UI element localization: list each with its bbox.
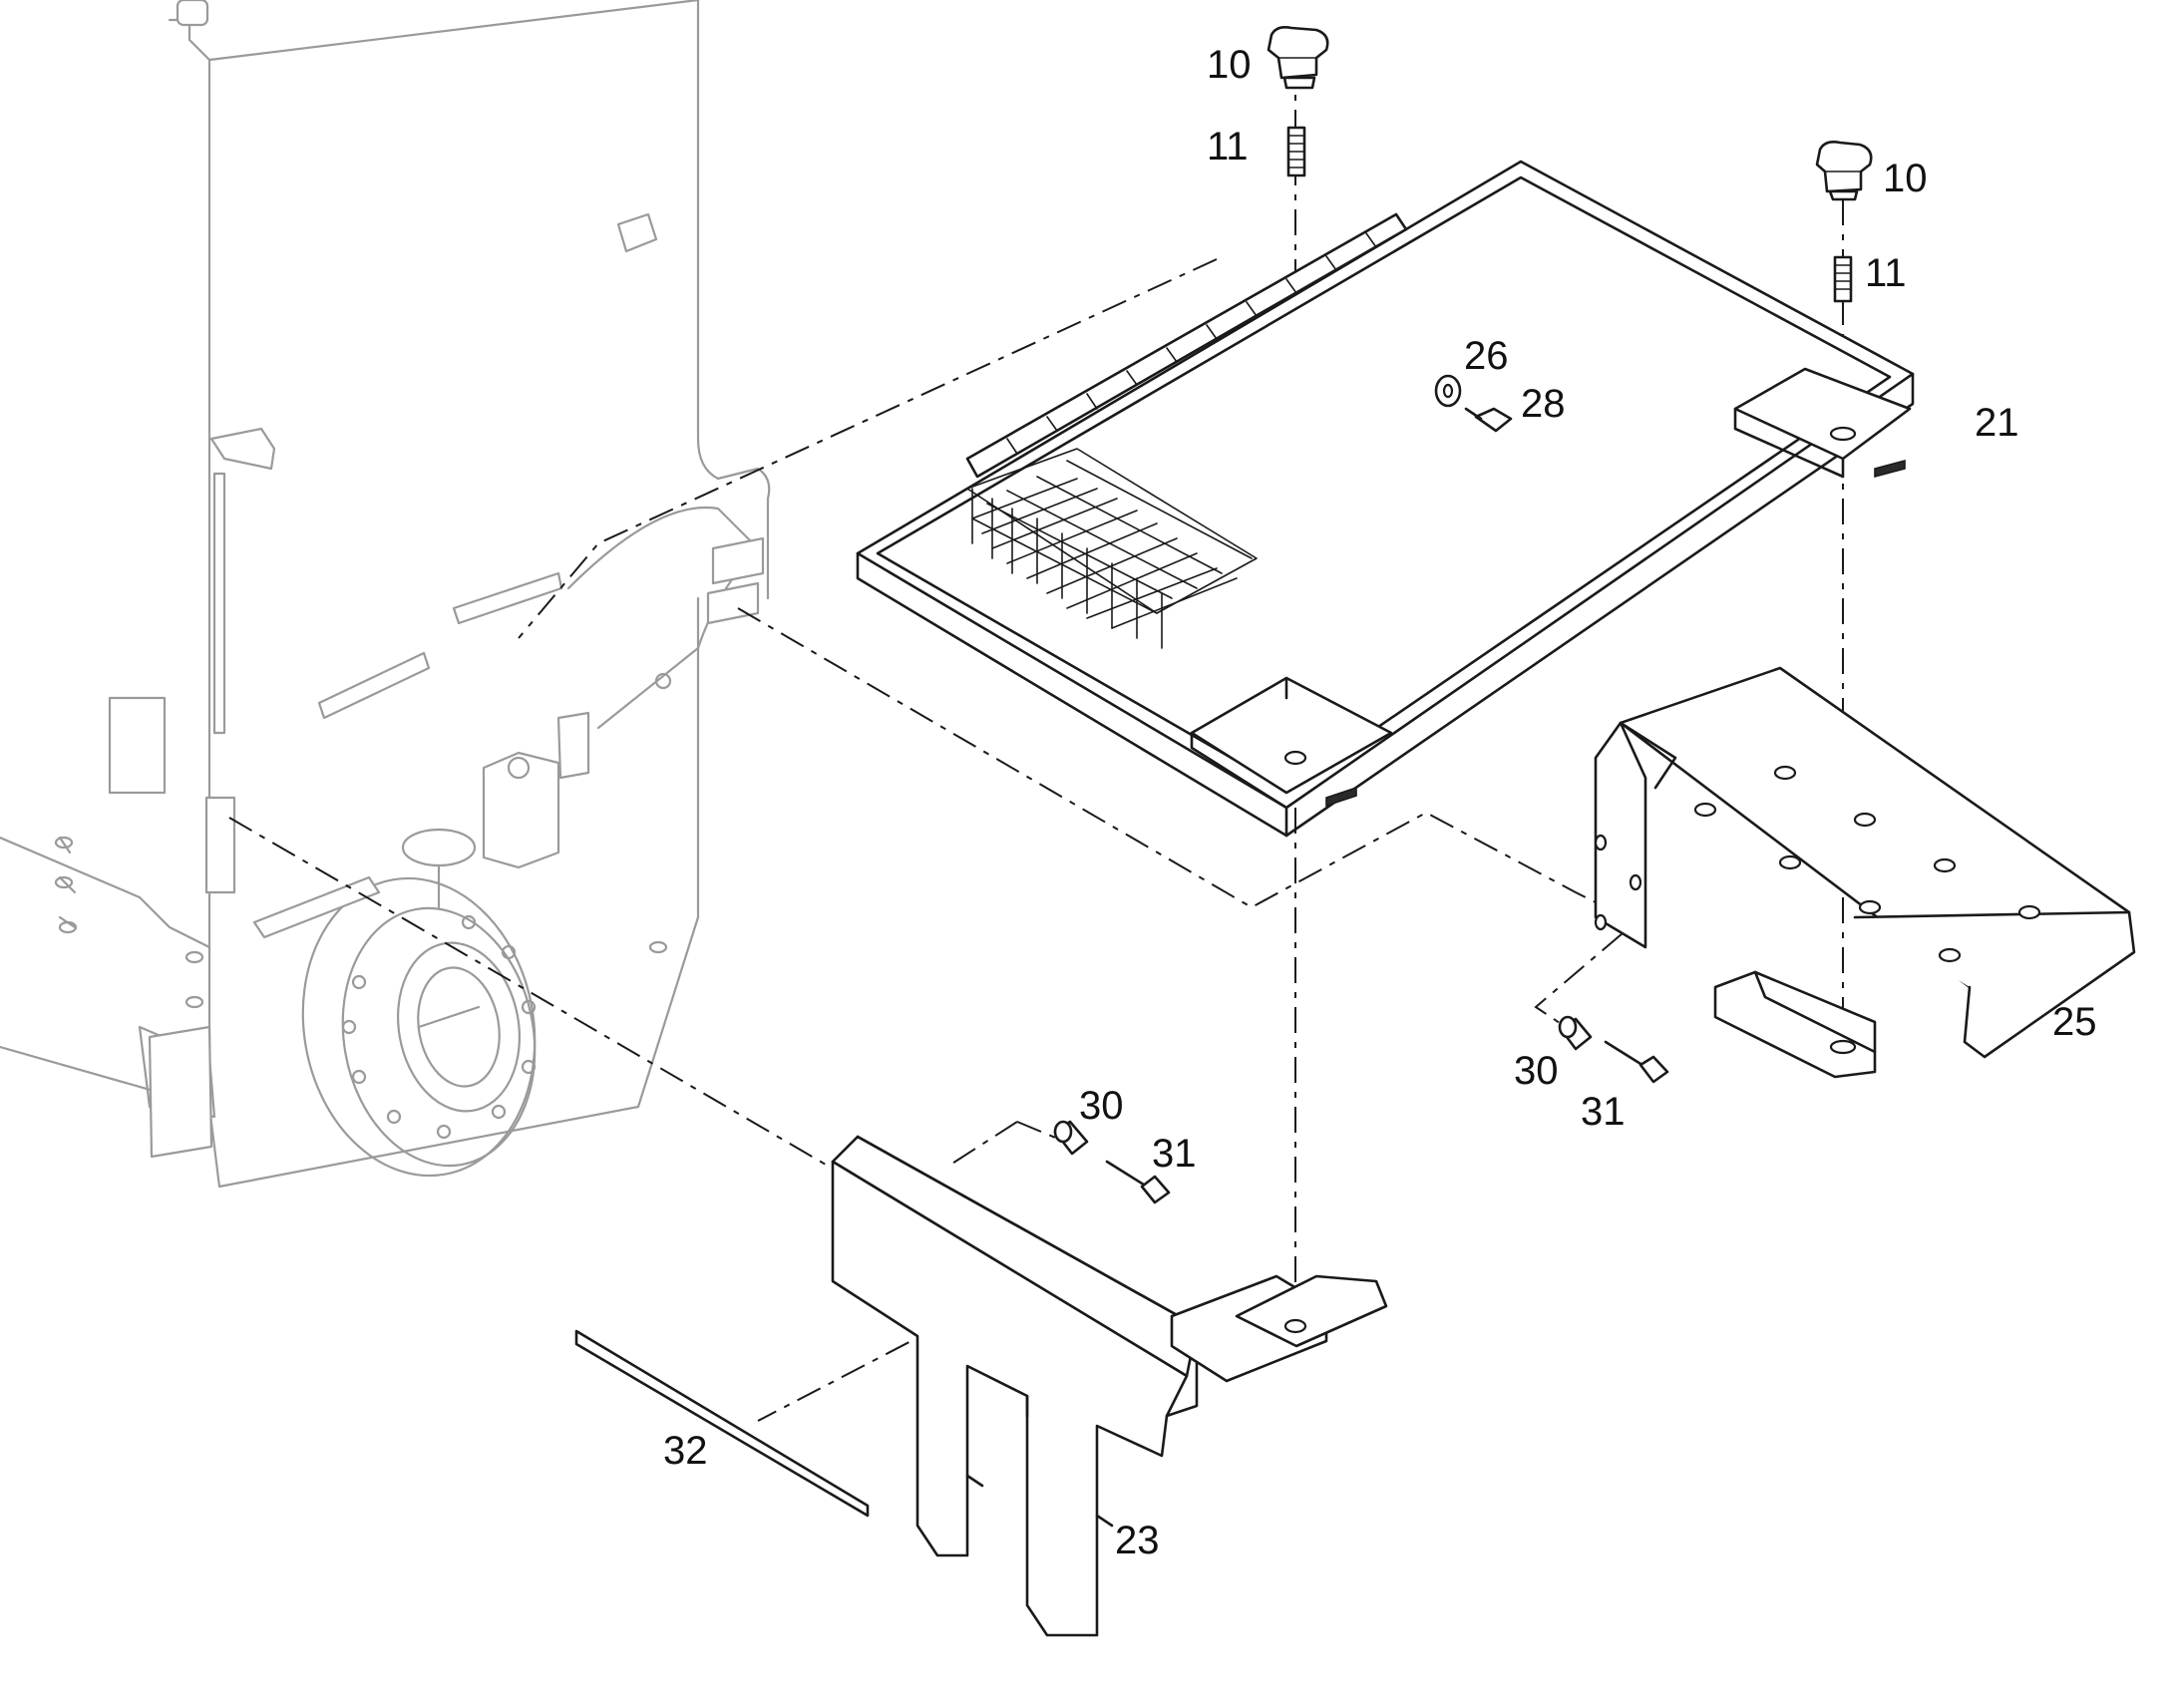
grate bbox=[966, 448, 1258, 649]
part-25-bracket bbox=[1594, 666, 2136, 1079]
callout-25: 25 bbox=[2052, 1000, 2097, 1044]
part-10-knob-right bbox=[1815, 141, 1873, 201]
callout-21: 21 bbox=[1975, 401, 2019, 445]
part-10-knob-left bbox=[1267, 26, 1329, 90]
callout-32: 32 bbox=[663, 1429, 708, 1473]
callout-31-left: 31 bbox=[1152, 1132, 1197, 1176]
part-11-stud-right bbox=[1833, 255, 1853, 303]
callout-26: 26 bbox=[1464, 334, 1509, 378]
part-11-stud-left bbox=[1286, 126, 1306, 177]
part-31-bolt-left bbox=[1105, 1160, 1171, 1204]
machine-body-ghost bbox=[0, 0, 771, 1189]
part-26-washer bbox=[1434, 374, 1462, 408]
part-32-strip bbox=[574, 1329, 870, 1518]
part-23-support bbox=[831, 1135, 1388, 1637]
part-21-tray bbox=[856, 160, 1915, 838]
callout-31-right: 31 bbox=[1581, 1090, 1626, 1134]
callout-10-left: 10 bbox=[1207, 43, 1252, 87]
callout-11-right: 11 bbox=[1865, 251, 1907, 295]
part-28-screw bbox=[1464, 407, 1513, 433]
callout-10-right: 10 bbox=[1883, 157, 1928, 200]
callout-labels: 10 11 10 11 26 28 21 25 30 31 30 31 32 2… bbox=[663, 43, 2097, 1562]
callout-23: 23 bbox=[1115, 1519, 1160, 1562]
callout-11-left: 11 bbox=[1207, 125, 1249, 169]
callout-30-right: 30 bbox=[1514, 1049, 1559, 1093]
part-31-bolt-right bbox=[1604, 1040, 1669, 1084]
part-30-spacer-left bbox=[1053, 1120, 1089, 1156]
part-30-spacer-right bbox=[1558, 1015, 1593, 1051]
callout-28: 28 bbox=[1521, 382, 1566, 426]
callout-30-left: 30 bbox=[1079, 1084, 1124, 1128]
